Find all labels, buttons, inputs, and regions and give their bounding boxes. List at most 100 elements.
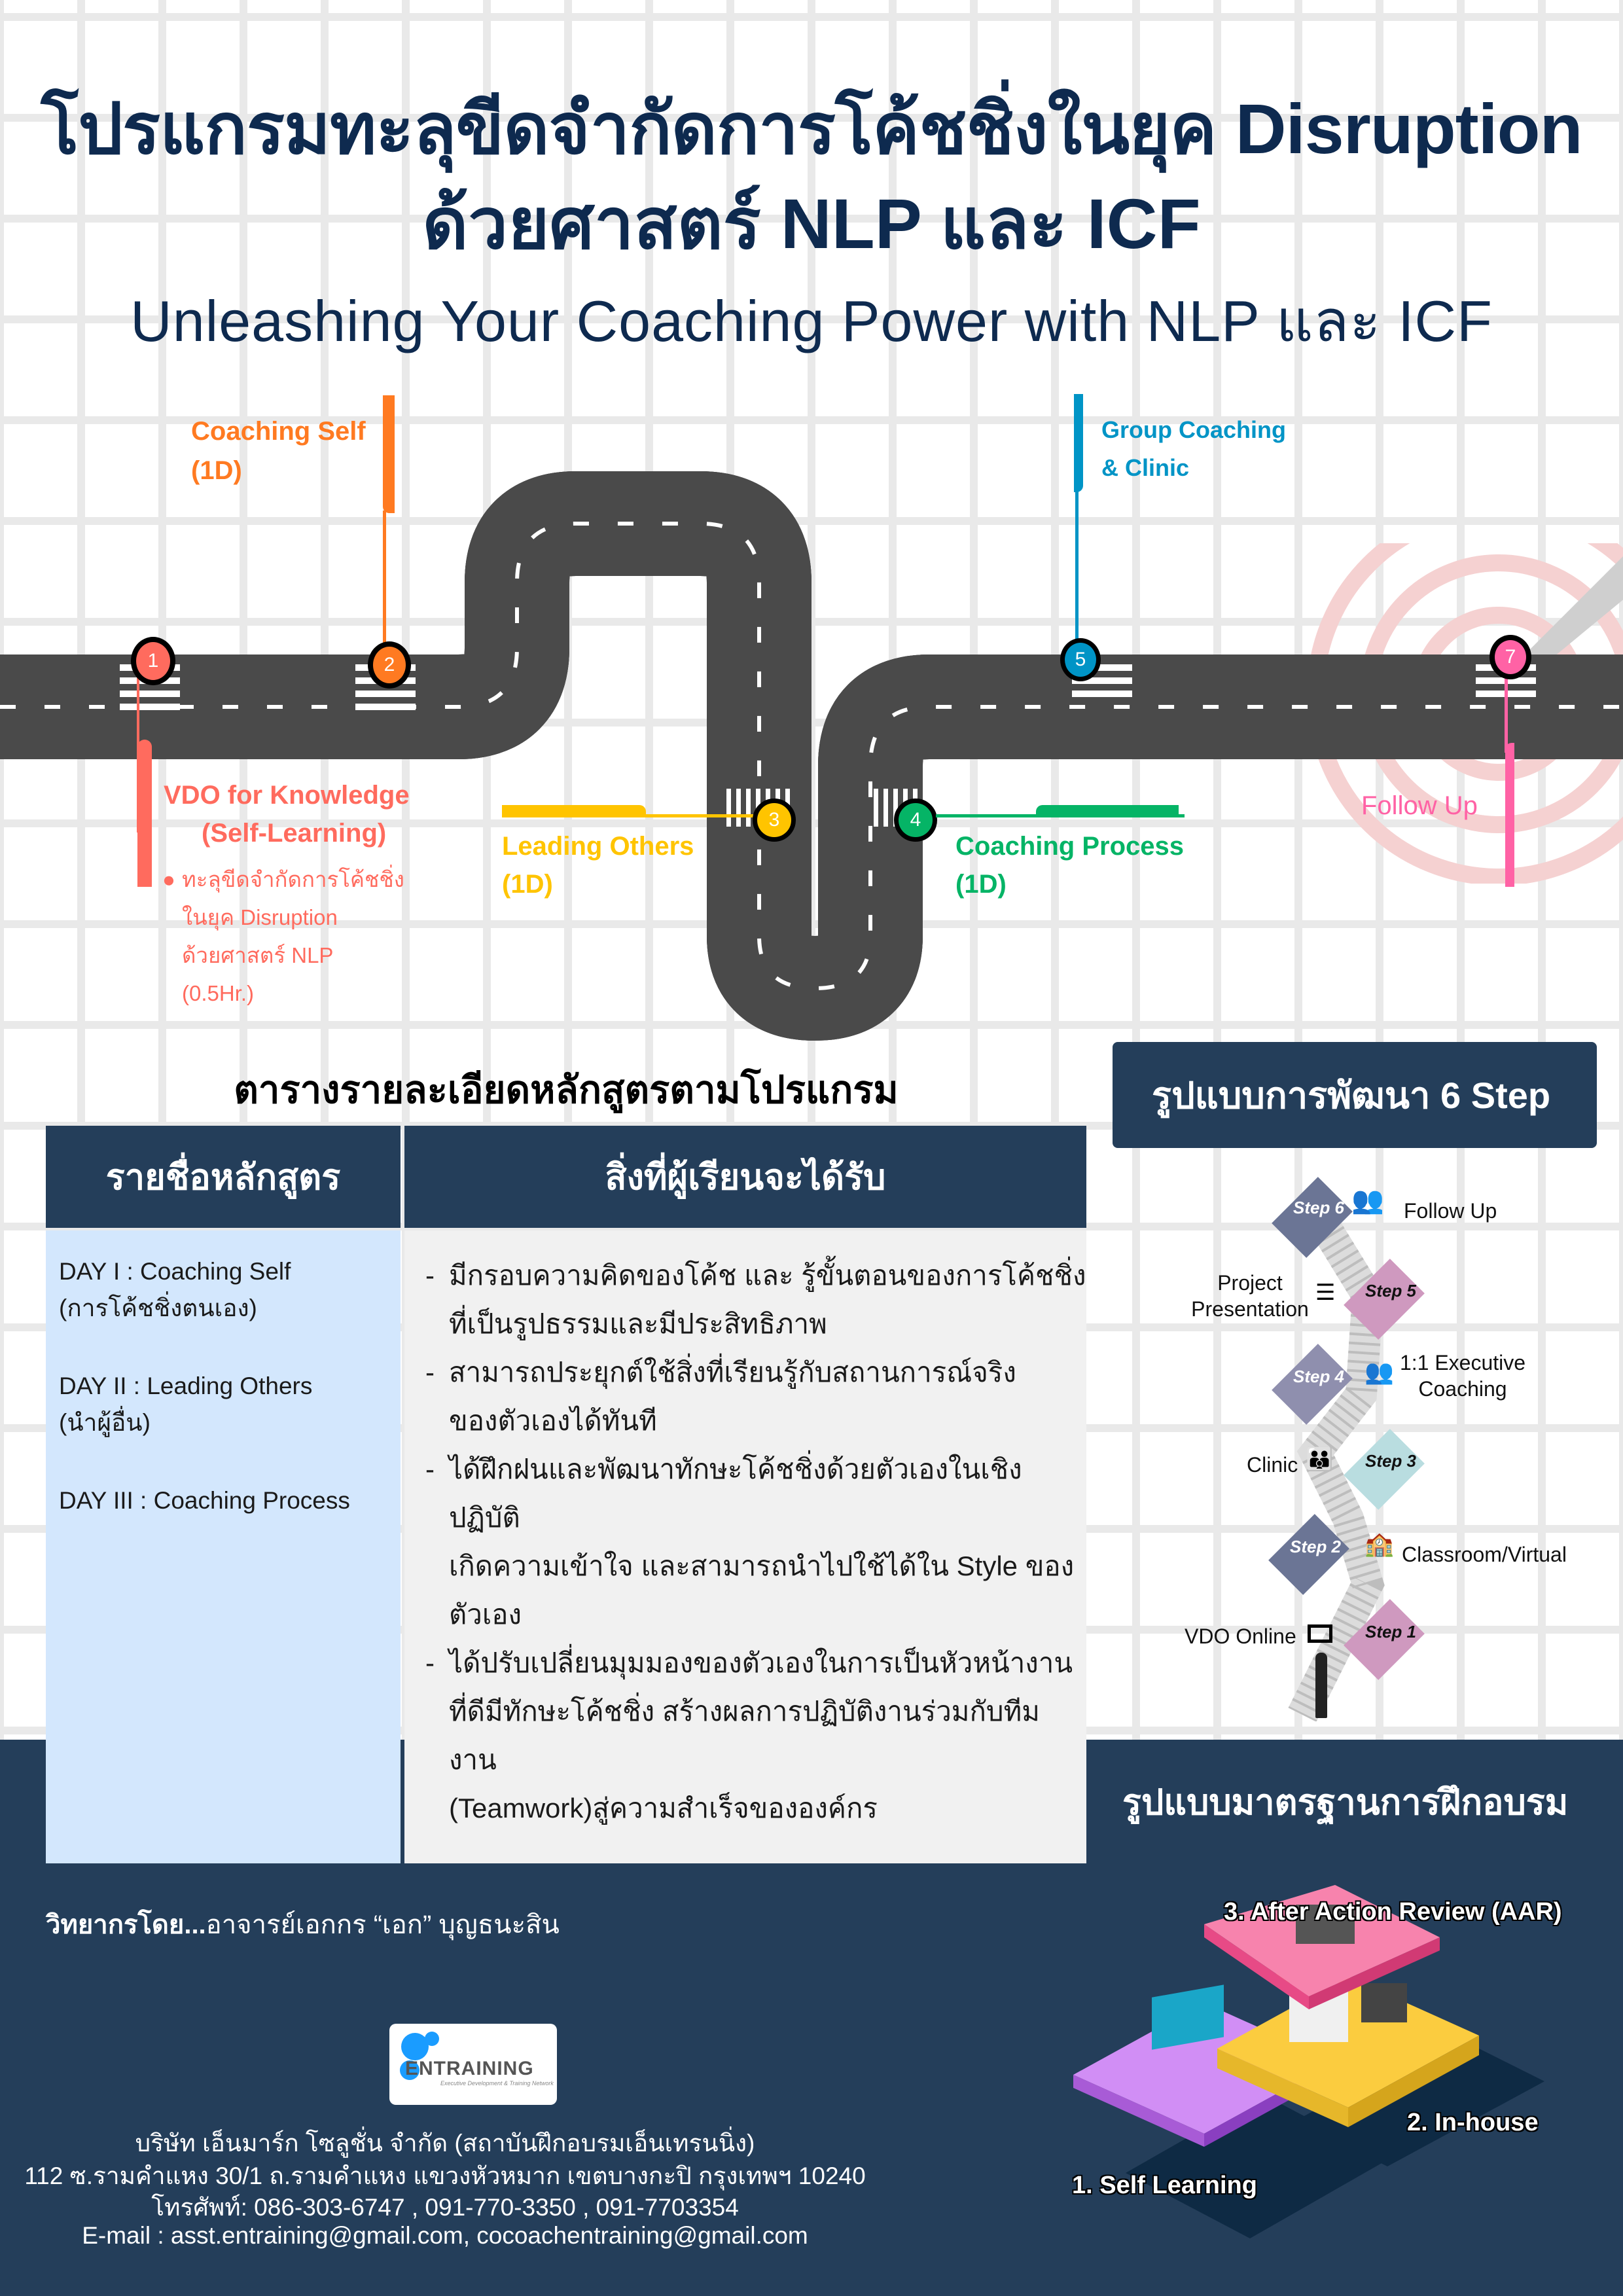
step-5-text-line2: Presentation <box>1191 1297 1309 1321</box>
company-email[interactable]: E-mail : asst.entraining@gmail.com, coco… <box>82 2222 808 2249</box>
step-4-text-line2: Coaching <box>1418 1377 1507 1401</box>
logo-tagline: Executive Development & Training Network <box>440 2080 554 2087</box>
monitor-icon <box>1308 1624 1332 1643</box>
benefits-list: -มีกรอบความคิดของโค้ช และ รู้ขั้นตอนของก… <box>425 1251 1086 1833</box>
meeting-icon: 👥 <box>1351 1186 1384 1215</box>
milestone-7-title: Follow Up <box>1361 791 1478 820</box>
milestone-5-title: Group Coaching <box>1101 416 1286 443</box>
training-standard-heading: รูปแบบมาตรฐานการฝึกอบรม <box>1122 1783 1569 1822</box>
bullet-icon: ● <box>162 867 175 891</box>
milestone-3-pin[interactable]: 3 <box>753 798 796 842</box>
milestone-3-title: Leading Others <box>502 832 694 861</box>
dart-icon <box>1512 556 1623 681</box>
entraining-logo: ENTRAINING Executive Development & Train… <box>389 2024 557 2105</box>
course-table-heading: ตารางรายละเอียดหลักสูตรตามโปรแกรม <box>234 1069 899 1111</box>
milestone-1-bar <box>137 740 152 887</box>
step-4-text-line1: 1:1 Executive <box>1399 1351 1526 1374</box>
milestone-3-subtitle: (1D) <box>502 870 553 899</box>
dash: - <box>425 1647 435 1678</box>
logo-circle-icon <box>425 2032 439 2046</box>
milestone-2-subtitle: (1D) <box>191 456 242 485</box>
instructor-line: วิทยากรโดย...อาจารย์เอกกร “เอก” บุญธนะสิ… <box>46 1903 560 1945</box>
checklist-icon: ☰ <box>1315 1280 1336 1305</box>
company-phone[interactable]: โทรศัพท์: 086-303-6747 , 091-770-3350 , … <box>151 2194 739 2221</box>
page-title-line-1: โปรแกรมทะลุขีดจำกัดการโค้ชชิ่งในยุค Disr… <box>41 89 1582 168</box>
course-day-1: DAY I : Coaching Self (การโค้ชชิ่งตนเอง) <box>59 1253 291 1327</box>
milestone-5-subtitle: & Clinic <box>1101 454 1190 481</box>
company-address: 112 ซ.รามคำแหง 30/1 ถ.รามคำแหง แขวงหัวหม… <box>24 2162 866 2189</box>
milestone-4-title: Coaching Process <box>955 832 1185 861</box>
step-4-text: 1:1 Executive Coaching <box>1394 1350 1531 1402</box>
detail-line: ด้วยศาสตร์ NLP <box>182 943 334 967</box>
step-3-text: Clinic <box>1247 1453 1298 1477</box>
benefit-line: ที่ดีมีทักษะโค้ชชิ่ง สร้างผลการปฏิบัติงา… <box>449 1696 1040 1775</box>
dash: - <box>425 1260 435 1291</box>
group-icon: 👪 <box>1306 1447 1334 1472</box>
step-5-label: Step 5 <box>1364 1281 1417 1300</box>
training-level-3-label: 3. After Action Review (AAR) <box>1224 1898 1562 1926</box>
benefit-item: -ได้ปรับเปลี่ยนมุมมองของตัวเองในการเป็นห… <box>425 1639 1086 1687</box>
milestone-5-stem <box>1075 491 1079 641</box>
detail-line: (0.5Hr.) <box>182 981 255 1005</box>
milestone-2-pin[interactable]: 2 <box>368 641 411 689</box>
training-level-2-label: 2. In-house <box>1407 2109 1539 2136</box>
benefit-item-cont: ที่เป็นรูปธรรมและมีประสิทธิภาพ <box>425 1300 1086 1348</box>
course-day-2: DAY II : Leading Others (นำผู้อื่น) <box>59 1368 312 1441</box>
two-people-icon: 👥 <box>1364 1358 1394 1385</box>
page-subtitle: Unleashing Your Coaching Power with NLP … <box>130 289 1493 353</box>
course-day-title: DAY III : Coaching Process <box>59 1487 350 1514</box>
course-day-title: DAY II : Leading Others <box>59 1372 313 1399</box>
benefit-line: ได้ฝึกฝนและพัฒนาทักษะโค้ชชิ่งด้วยตัวเองใ… <box>449 1454 1022 1533</box>
milestone-1-title: VDO for Knowledge <box>164 781 410 810</box>
benefits-column <box>404 1230 1086 1863</box>
roadmap-road <box>0 471 1623 1041</box>
course-day-3: DAY III : Coaching Process <box>59 1482 350 1519</box>
course-day-thai: (การโค้ชชิ่งตนเอง) <box>59 1295 257 1321</box>
benefit-line: ได้ปรับเปลี่ยนมุมมองของตัวเองในการเป็นหั… <box>449 1647 1073 1678</box>
instructor-name: อาจารย์เอกกร “เอก” บุญธนะสิน <box>205 1910 560 1939</box>
milestone-3-bar <box>502 805 646 816</box>
six-step-heading: รูปแบบการพัฒนา 6 Step <box>1113 1042 1597 1148</box>
course-list-column <box>46 1230 401 1863</box>
benefit-item-cont: เกิดความเข้าใจ และสามารถนำไปใช้ได้ใน Sty… <box>425 1542 1086 1639</box>
dash: - <box>425 1357 435 1388</box>
logo-circle-icon <box>401 2033 429 2060</box>
step-6-label: Step 6 <box>1293 1198 1345 1217</box>
logo-circle-icon <box>400 2060 419 2080</box>
milestone-7-pin[interactable]: 7 <box>1489 635 1531 679</box>
page-title-line-2: ด้วยศาสตร์ NLP และ ICF <box>422 184 1201 263</box>
milestone-5-pin[interactable]: 5 <box>1060 638 1101 681</box>
step-2-label: Step 2 <box>1289 1537 1342 1556</box>
logo-brand: ENTRAINING <box>405 2058 534 2079</box>
milestone-4-subtitle: (1D) <box>955 870 1007 899</box>
table-header-benefits: สิ่งที่ผู้เรียนจะได้รับ <box>404 1126 1086 1228</box>
milestone-5-bar <box>1074 394 1083 492</box>
step-1-label: Step 1 <box>1364 1622 1417 1641</box>
aar-laptop-icon <box>1296 1905 1355 1944</box>
milestone-1-details: ●ทะลุขีดจำกัดการโค้ชชิ่ง ในยุค Disruptio… <box>162 861 404 1013</box>
benefit-line: มีกรอบความคิดของโค้ช และ รู้ขั้นตอนของกา… <box>449 1260 1086 1291</box>
benefit-item-cont: (Teamwork)สู่ความสำเร็จขององค์กร <box>425 1784 1086 1833</box>
benefit-item: -สามารถประยุกต์ใช้สิ่งที่เรียนรู้กับสถาน… <box>425 1348 1086 1397</box>
course-day-title: DAY I : Coaching Self <box>59 1258 291 1285</box>
laptop-icon <box>1361 1983 1407 2022</box>
milestone-4-bar <box>1036 805 1179 816</box>
step-1-text: VDO Online <box>1185 1624 1296 1648</box>
crosswalk <box>120 664 1536 710</box>
dash: - <box>425 1454 435 1484</box>
milestone-4-stem <box>936 814 1185 817</box>
benefit-item: -มีกรอบความคิดของโค้ช และ รู้ขั้นตอนของก… <box>425 1251 1086 1300</box>
benefit-line: เกิดความเข้าใจ และสามารถนำไปใช้ได้ใน Sty… <box>449 1551 1075 1630</box>
step-2-text: Classroom/Virtual <box>1402 1543 1567 1566</box>
benefit-line: ที่เป็นรูปธรรมและมีประสิทธิภาพ <box>449 1308 827 1339</box>
phone-lesson-icon <box>1152 1984 1224 2050</box>
milestone-2-bar <box>383 395 395 513</box>
step-5-text-line1: Project <box>1217 1271 1283 1295</box>
detail-line: ในยุค Disruption <box>182 905 338 929</box>
milestone-1-pin[interactable]: 1 <box>131 637 175 685</box>
milestone-4-pin[interactable]: 4 <box>894 798 937 842</box>
table-header-course: รายชื่อหลักสูตร <box>46 1126 401 1228</box>
benefit-line: สามารถประยุกต์ใช้สิ่งที่เรียนรู้กับสถานก… <box>449 1357 1016 1388</box>
benefit-line: (Teamwork)สู่ความสำเร็จขององค์กร <box>449 1793 878 1823</box>
course-day-thai: (นำผู้อื่น) <box>59 1409 151 1436</box>
